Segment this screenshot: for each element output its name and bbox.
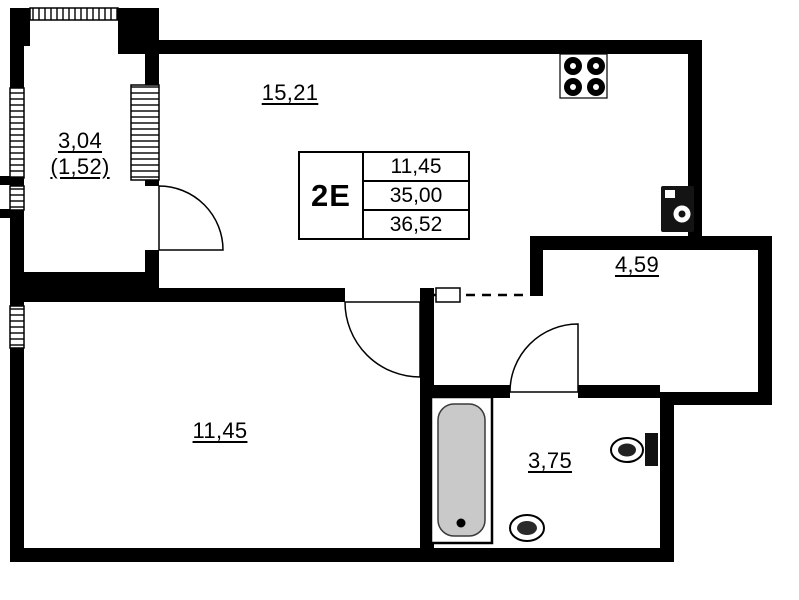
unit-info-table: 2E 11,45 35,00 36,52 xyxy=(298,151,470,240)
door-bathroom-icon xyxy=(509,323,579,393)
doors xyxy=(158,185,579,393)
unit-living-area-value: 11,45 xyxy=(364,153,468,182)
wall xyxy=(758,236,772,405)
window-loggia-left-icon xyxy=(9,87,25,179)
bathroom-sink-icon xyxy=(509,514,545,542)
wall xyxy=(145,40,702,54)
kitchen-sink-icon xyxy=(661,186,694,232)
bathroom-area-label: 3,75 xyxy=(527,448,573,473)
wall xyxy=(530,236,772,250)
bedroom-area-label: 11,45 xyxy=(192,418,248,443)
wall xyxy=(660,392,772,405)
wall xyxy=(660,392,674,562)
wall xyxy=(10,288,345,302)
wall xyxy=(145,180,159,186)
window-loggia-top-icon xyxy=(29,7,119,21)
unit-name: 2E xyxy=(300,153,364,238)
wall xyxy=(145,54,159,85)
door-loggia-icon xyxy=(158,185,224,251)
walls xyxy=(0,8,772,562)
toilet-icon xyxy=(610,433,658,466)
loggia-area-label: 3,04 (1,52) xyxy=(28,128,132,180)
living-kitchen-area-label: 15,21 xyxy=(261,80,319,105)
window-bedroom-icon xyxy=(9,305,25,349)
hallway-area-label: 4,59 xyxy=(614,252,660,277)
wall xyxy=(10,548,674,562)
window-loggia-left-small-icon xyxy=(9,185,25,211)
wall xyxy=(10,8,24,88)
stove-icon xyxy=(559,53,608,99)
loggia-reduced-area-value: (1,52) xyxy=(50,154,110,179)
wall xyxy=(530,250,543,296)
door-bedroom-icon xyxy=(344,301,421,378)
loggia-area-value: 3,04 xyxy=(57,128,103,153)
bathtub-icon xyxy=(429,395,494,545)
wall xyxy=(0,176,10,185)
wall xyxy=(10,348,24,562)
vent-shaft-icon xyxy=(435,287,461,303)
unit-apartment-area-value: 35,00 xyxy=(364,182,468,211)
wall xyxy=(10,178,24,186)
unit-area-rows: 11,45 35,00 36,52 xyxy=(364,153,468,238)
window-loggia-inner-icon xyxy=(130,84,160,181)
wall xyxy=(0,209,10,218)
windows xyxy=(9,7,160,349)
unit-total-area-value: 36,52 xyxy=(389,212,443,236)
wall xyxy=(434,385,510,398)
wall xyxy=(578,385,660,398)
